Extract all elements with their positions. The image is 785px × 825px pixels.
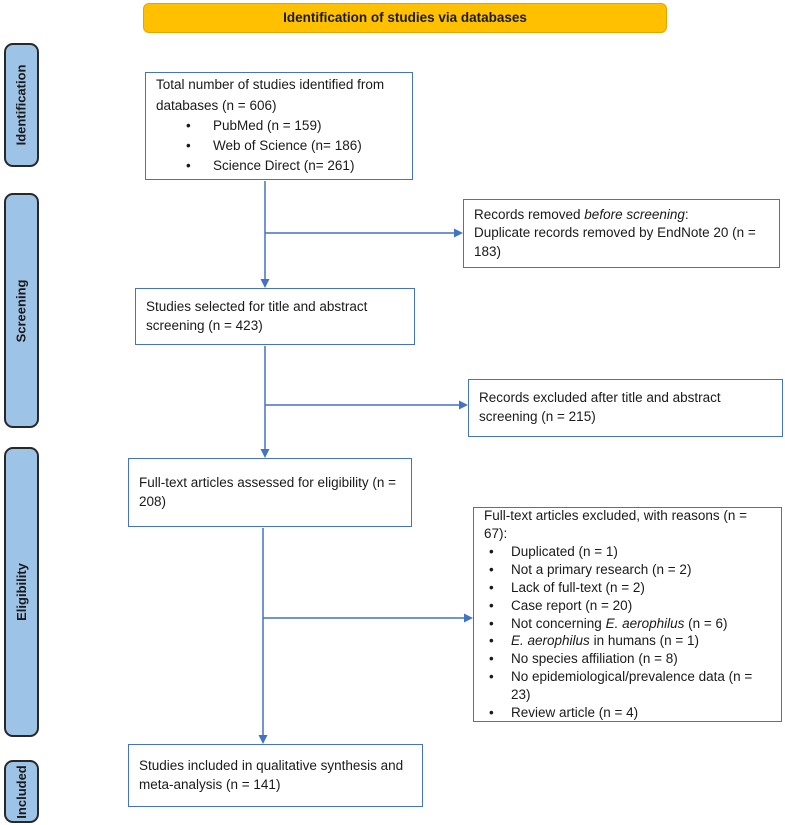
list-item-text: Case report (n = 20) <box>511 597 632 615</box>
text-segment: Case report (n = 20) <box>511 597 633 613</box>
list-item-text: Not a primary research (n = 2) <box>511 561 691 579</box>
text-segment-italic: E. aerophilus <box>605 615 685 631</box>
stage-identification: Identification <box>4 43 39 167</box>
box-studies-identified: Total number of studies identified from … <box>145 72 413 180</box>
list-item-text: Duplicated (n = 1) <box>511 543 618 561</box>
stage-included: Included <box>4 760 39 823</box>
list-item-text: Lack of full-text (n = 2) <box>511 579 645 597</box>
stage-included-label: Included <box>13 764 29 819</box>
stage-eligibility: Eligibility <box>4 447 39 737</box>
list-item: Science Direct (n= 261) <box>156 156 404 176</box>
list-item-text: No species affiliation (n = 8) <box>511 650 678 668</box>
text-segment: : <box>684 206 689 222</box>
box-fulltext-excluded: Full-text articles excluded, with reason… <box>473 507 782 722</box>
banner-label: Identification of studies via databases <box>283 9 527 25</box>
box-title-abstract-screening: Studies selected for title and abstract … <box>135 288 415 345</box>
box-records-removed: Records removed before screening: Duplic… <box>463 199 780 268</box>
list-item: Lack of full-text (n = 2) <box>484 579 773 597</box>
text-segment: in humans (n = 1) <box>589 633 699 649</box>
list-item-text: Review article (n = 4) <box>511 704 638 722</box>
list-item-text: Not concerning E. aerophilus (n = 6) <box>511 615 728 633</box>
box-studies-identified-title: Total number of studies identified from … <box>156 77 385 113</box>
box-fulltext-assessed-text: Full-text articles assessed for eligibil… <box>139 474 396 509</box>
text-segment: Not concerning <box>511 615 606 631</box>
list-item-text: Web of Science (n= 186) <box>213 138 362 154</box>
box-records-removed-line2: Duplicate records removed by EndNote 20 … <box>474 225 756 259</box>
list-item-text: PubMed (n = 159) <box>213 117 322 133</box>
stage-screening-label: Screening <box>13 279 29 342</box>
list-item: No species affiliation (n = 8) <box>484 650 773 668</box>
box-records-excluded: Records excluded after title and abstrac… <box>468 379 783 437</box>
text-segment: No epidemiological/prevalence data (n = … <box>511 669 753 703</box>
list-item: PubMed (n = 159) <box>156 116 404 136</box>
list-item: Not a primary research (n = 2) <box>484 561 773 579</box>
list-item: Web of Science (n= 186) <box>156 136 404 156</box>
list-item-text: E. aerophilus in humans (n = 1) <box>511 632 699 650</box>
box-studies-included: Studies included in qualitative synthesi… <box>128 744 423 807</box>
stage-screening: Screening <box>4 193 39 428</box>
box-records-excluded-text: Records excluded after title and abstrac… <box>479 390 721 424</box>
box-title-abstract-text: Studies selected for title and abstract … <box>146 298 368 333</box>
box-studies-included-text: Studies included in qualitative synthesi… <box>139 757 404 792</box>
text-segment: No species affiliation (n = 8) <box>511 651 678 667</box>
list-item: Not concerning E. aerophilus (n = 6) <box>484 615 773 633</box>
list-item: Case report (n = 20) <box>484 597 773 615</box>
box-fulltext-assessed: Full-text articles assessed for eligibil… <box>128 458 412 527</box>
text-segment: Records removed <box>474 206 585 222</box>
text-segment-italic: E. aerophilus <box>511 633 590 649</box>
text-segment-italic: before screening <box>584 206 685 222</box>
text-segment: Duplicated (n = 1) <box>511 543 618 559</box>
text-segment: Lack of full-text (n = 2) <box>511 579 645 595</box>
stage-identification-label: Identification <box>13 64 29 146</box>
list-item: E. aerophilus in humans (n = 1) <box>484 632 773 650</box>
stage-eligibility-label: Eligibility <box>13 563 29 621</box>
box-records-removed-line1: Records removed before screening: <box>474 206 771 225</box>
list-item-text: Science Direct (n= 261) <box>213 158 355 174</box>
list-item: Review article (n = 4) <box>484 704 773 722</box>
text-segment: Not a primary research (n = 2) <box>511 561 692 577</box>
list-item: No epidemiological/prevalence data (n = … <box>484 668 773 704</box>
list-item: Duplicated (n = 1) <box>484 543 773 561</box>
list-item-text: No epidemiological/prevalence data (n = … <box>511 668 773 704</box>
banner-identification-via-databases: Identification of studies via databases <box>143 3 667 33</box>
box-fulltext-excluded-title: Full-text articles excluded, with reason… <box>484 507 747 541</box>
text-segment: (n = 6) <box>684 615 728 631</box>
text-segment: Review article (n = 4) <box>511 705 639 721</box>
